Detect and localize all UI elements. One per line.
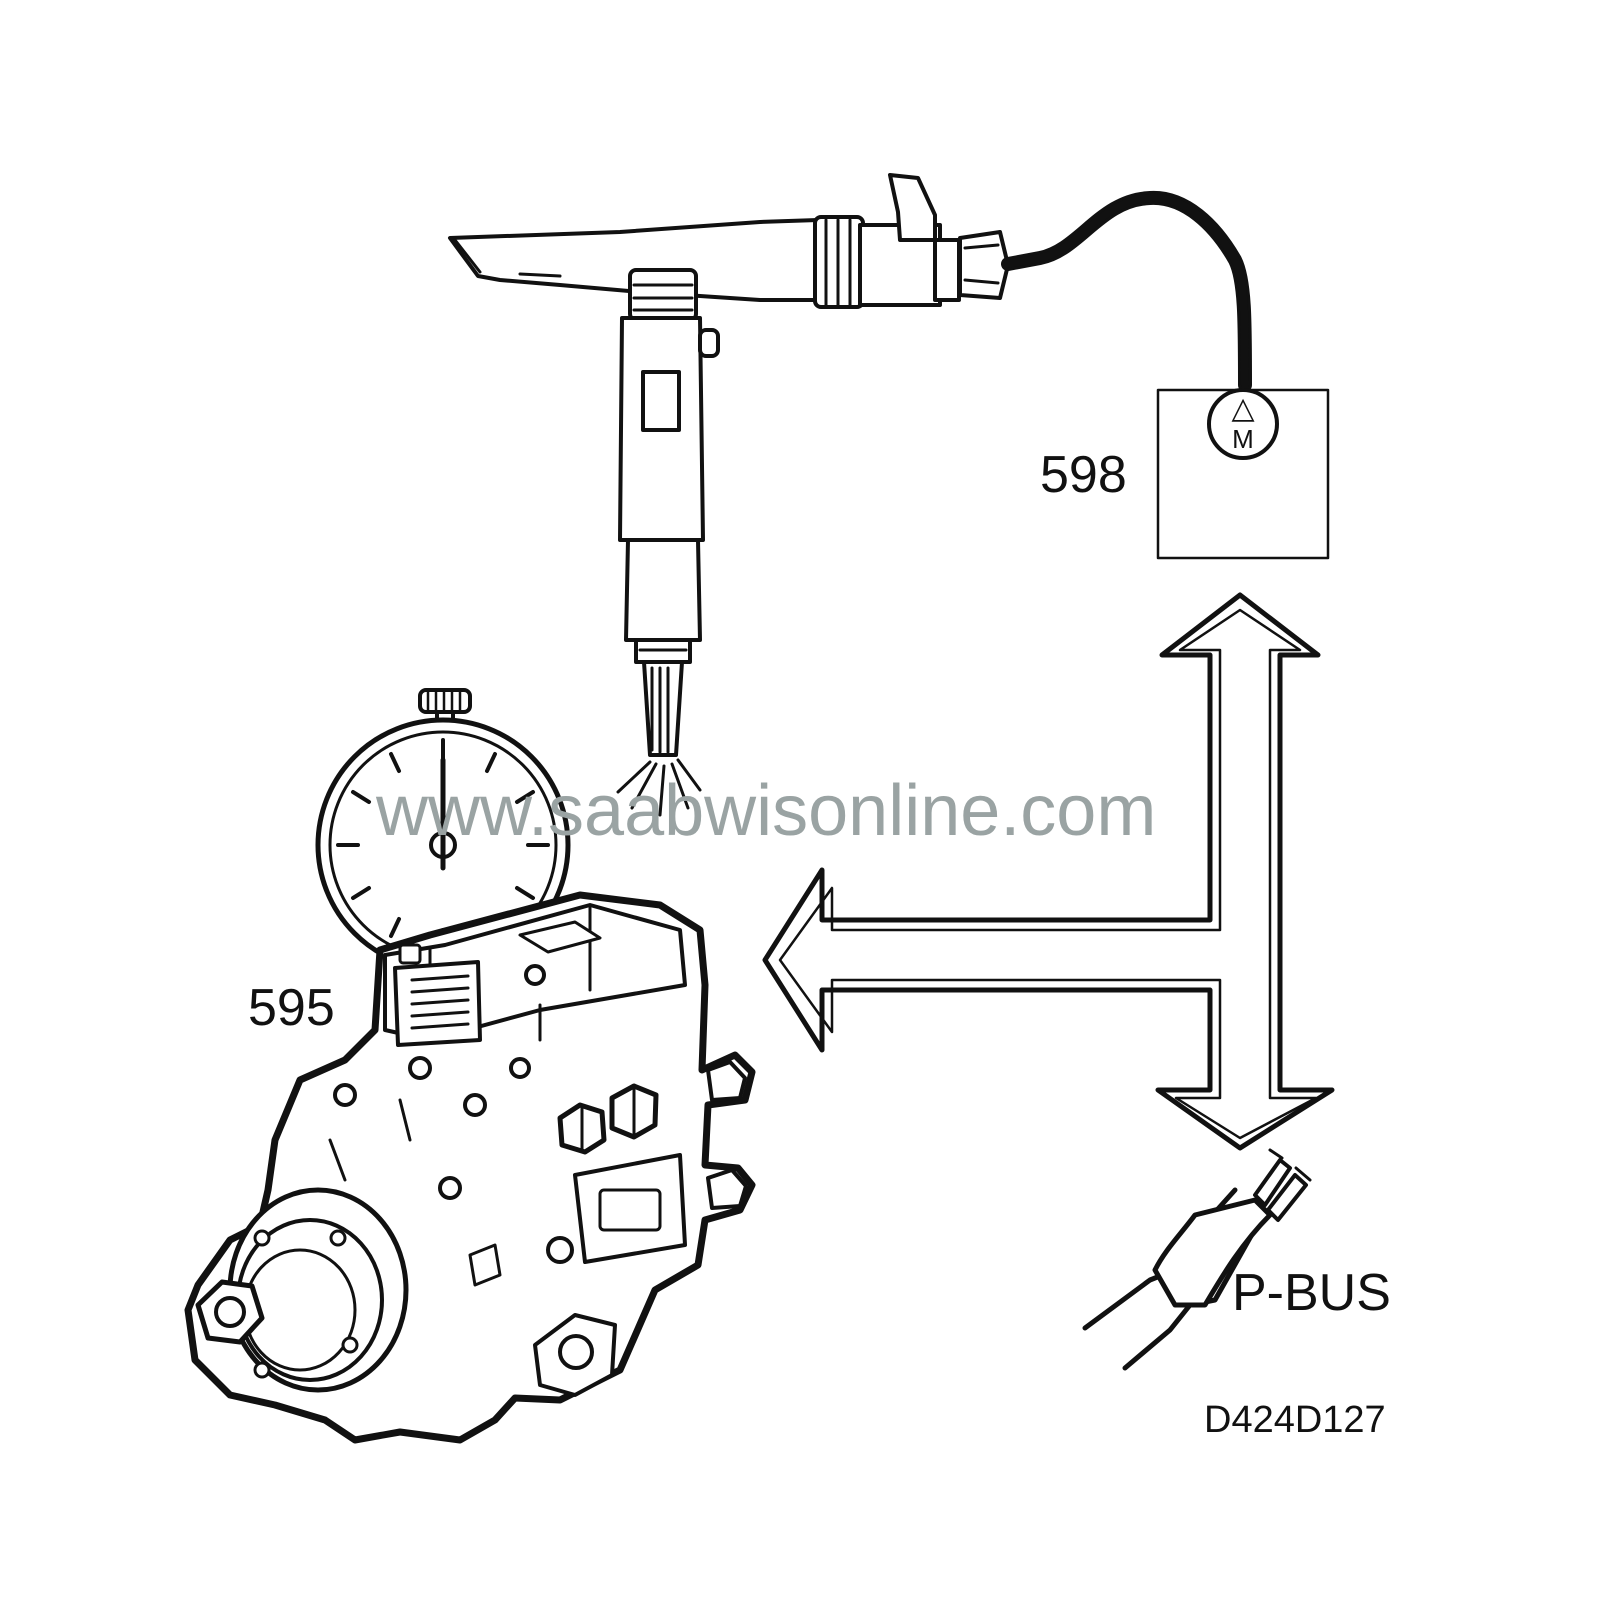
dial-indicator: [315, 688, 571, 973]
control-module-598: △ M 598: [1040, 388, 1330, 560]
watermark-text: www.saabwisonline.com: [375, 771, 1156, 851]
module-symbol-top: △: [1231, 392, 1254, 425]
module-symbol-bottom: M: [1232, 424, 1254, 454]
motor-symbol-icon: [1207, 388, 1279, 460]
signal-arrows: [762, 592, 1335, 1151]
label-598: 598: [1040, 446, 1127, 504]
figure-code: D424D127: [1204, 1399, 1386, 1441]
label-595: 595: [248, 979, 335, 1037]
pbus-connector: P-BUS: [1082, 1148, 1391, 1371]
injection-pump-595: 595: [184, 891, 756, 1444]
injector-assembly: [448, 173, 1252, 817]
label-pbus: P-BUS: [1232, 1264, 1391, 1322]
